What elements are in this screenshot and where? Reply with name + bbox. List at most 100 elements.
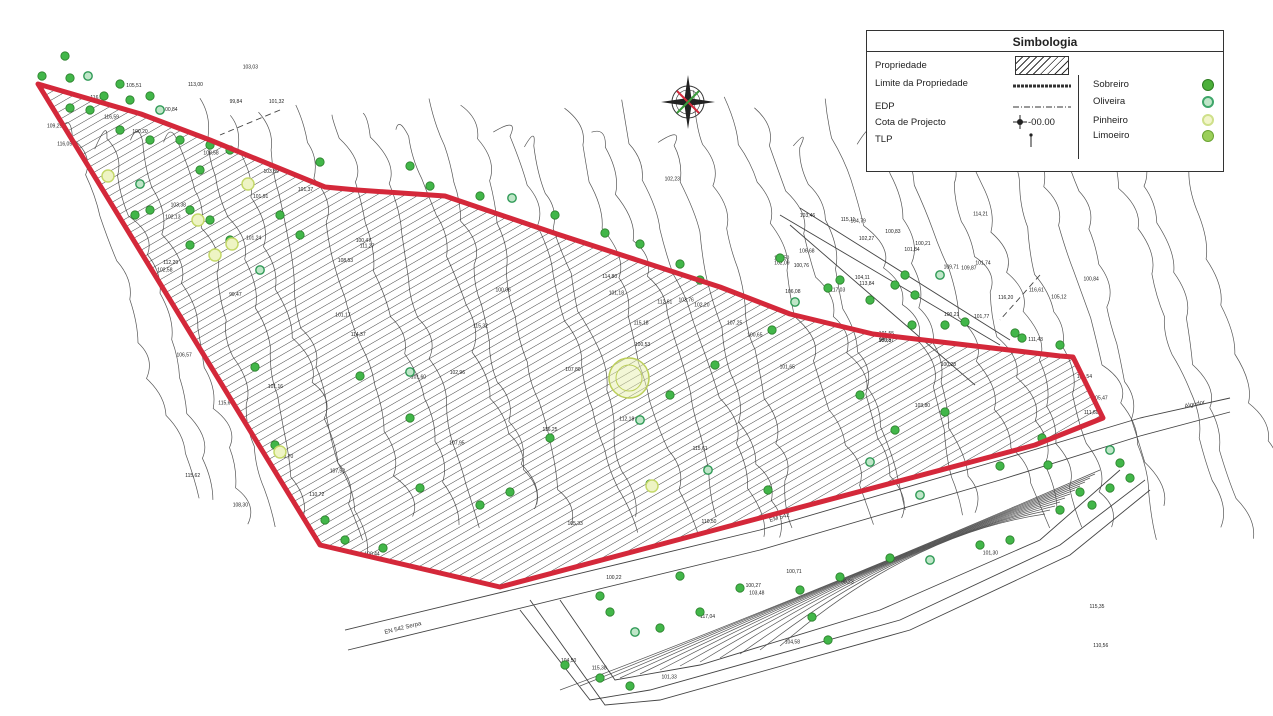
elevation-label: 107,80 xyxy=(565,367,581,373)
elevation-label: 114,80 xyxy=(602,274,617,280)
elevation-label: 103,38 xyxy=(171,203,187,209)
elevation-label: 116,25 xyxy=(543,427,558,433)
sobreiro-tree-icon xyxy=(900,270,910,280)
elevation-label: 100,28 xyxy=(941,362,957,368)
elevation-label: 104,58 xyxy=(785,640,801,646)
elevation-label: 110,50 xyxy=(702,519,717,525)
elevation-label: 104,50 xyxy=(561,658,577,664)
sobreiro-tree-icon xyxy=(635,239,645,249)
contour-line xyxy=(893,134,1051,529)
limoeiro-tree-icon xyxy=(1202,130,1214,142)
legend-cota-sample: -00.00 xyxy=(1028,117,1055,128)
boundary-line-icon xyxy=(1013,84,1071,88)
elevation-label: 100,53 xyxy=(635,342,651,348)
sobreiro-tree-icon xyxy=(475,500,485,510)
sobreiro-tree-icon xyxy=(595,673,605,683)
elevation-label: 106,57 xyxy=(177,353,193,359)
elevation-label: 106,37 xyxy=(879,338,895,344)
sobreiro-tree-icon xyxy=(405,413,415,423)
elevation-label: 100,27 xyxy=(746,583,762,589)
dashed-line-icon xyxy=(1013,106,1071,108)
contour-line xyxy=(1089,128,1224,528)
pinheiro-tree-icon xyxy=(225,237,239,251)
sobreiro-tree-icon xyxy=(1005,535,1015,545)
sobreiro-tree-icon xyxy=(995,461,1005,471)
sobreiro-tree-icon xyxy=(605,607,615,617)
sobreiro-tree-icon xyxy=(1075,487,1085,497)
sobreiro-tree-icon xyxy=(735,583,745,593)
contour-line xyxy=(1025,127,1157,540)
elevation-label: 115,61 xyxy=(693,446,708,452)
sobreiro-tree-icon xyxy=(763,485,773,495)
elevation-label: 100,83 xyxy=(885,229,901,235)
sobreiro-tree-icon xyxy=(185,240,195,250)
elevation-label: 106,68 xyxy=(799,249,815,255)
sobreiro-tree-icon xyxy=(125,95,135,105)
oliveira-tree-icon xyxy=(83,71,93,81)
road-label-east: Algodor xyxy=(1184,400,1205,410)
sobreiro-tree-icon xyxy=(60,51,70,61)
sobreiro-tree-icon xyxy=(910,290,920,300)
elevation-label: 101,30 xyxy=(983,551,999,557)
oliveira-tree-icon xyxy=(255,265,265,275)
sobreiro-tree-icon xyxy=(855,390,865,400)
pinheiro-tree-icon xyxy=(645,479,659,493)
elevation-label: 111,27 xyxy=(360,244,375,250)
elevation-label: 106,08 xyxy=(785,289,801,295)
roads xyxy=(219,109,1231,706)
elevation-label: 103,48 xyxy=(749,591,765,597)
elevation-label: 104,11 xyxy=(855,275,870,281)
tree-markers xyxy=(37,51,1135,691)
sobreiro-tree-icon xyxy=(695,607,705,617)
legend-panel: Simbologia Propriedade Limite da Proprie… xyxy=(866,30,1224,172)
sobreiro-tree-icon xyxy=(885,553,895,563)
legend-label-oliveira: Oliveira xyxy=(1093,96,1126,107)
elevation-label: 111,69 xyxy=(1084,410,1099,416)
oliveira-tree-icon xyxy=(135,179,145,189)
sobreiro-tree-icon xyxy=(115,79,125,89)
contour-line xyxy=(559,469,1101,691)
elevation-label: 101,18 xyxy=(609,290,625,296)
elevation-label: 113,00 xyxy=(188,82,203,88)
property-boundary xyxy=(35,81,1106,590)
sobreiro-tree-icon xyxy=(940,407,950,417)
sobreiro-tree-icon xyxy=(185,205,195,215)
sobreiro-tree-icon xyxy=(340,535,350,545)
sobreiro-tree-icon xyxy=(355,371,365,381)
elevation-label: 100,76 xyxy=(794,263,810,269)
elevation-label: 100,20 xyxy=(132,129,148,135)
elevation-label: 101,77 xyxy=(974,314,990,320)
elevation-label: 113,84 xyxy=(859,281,874,287)
contour-line xyxy=(739,505,1056,655)
elevation-label: 108,58 xyxy=(203,150,219,156)
sobreiro-tree-icon xyxy=(960,317,970,327)
elevation-label: 114,37 xyxy=(351,332,366,338)
elevation-label: 107,52 xyxy=(330,468,346,474)
legend-label-edp: EDP xyxy=(875,101,895,112)
sobreiro-tree-icon xyxy=(1010,328,1020,338)
elevation-marker-icon xyxy=(1013,115,1027,129)
sobreiro-tree-icon xyxy=(595,591,605,601)
elevation-label: 116,20 xyxy=(998,295,1013,301)
oliveira-tree-icon xyxy=(865,457,875,467)
sobreiro-tree-icon xyxy=(865,295,875,305)
elevation-label: 100,70 xyxy=(278,454,294,460)
elevation-label: 101,33 xyxy=(662,675,678,681)
elevation-label: 110,56 xyxy=(1093,643,1108,649)
sobreiro-tree-icon xyxy=(835,275,845,285)
elevation-label: 117,03 xyxy=(830,288,845,294)
pinheiro-tree-icon xyxy=(273,445,287,459)
sobreiro-tree-icon xyxy=(37,71,47,81)
sobreiro-tree-icon xyxy=(655,623,665,633)
elevation-label: 116,59 xyxy=(104,115,119,121)
elevation-label: 99,47 xyxy=(229,292,242,298)
elevation-label: 112,29 xyxy=(163,260,178,266)
elevation-label: 112,18 xyxy=(619,416,634,422)
elevation-label: 100,22 xyxy=(606,575,622,581)
oliveira-tree-icon xyxy=(405,367,415,377)
elevation-label: 104,79 xyxy=(851,219,867,225)
elevation-label: 109,87 xyxy=(961,266,977,272)
elevation-label: 101,24 xyxy=(246,236,262,242)
elevation-label: 112,61 xyxy=(657,299,672,305)
elevation-label: 101,17 xyxy=(335,313,351,319)
